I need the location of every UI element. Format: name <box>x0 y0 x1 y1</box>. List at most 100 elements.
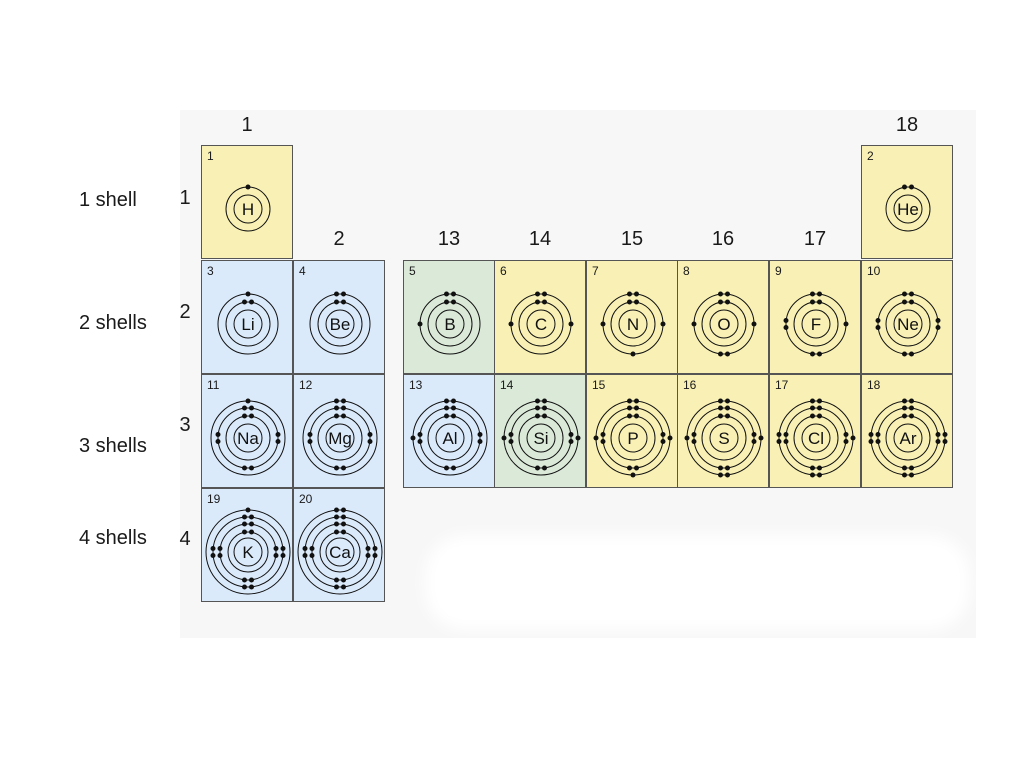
element-symbol: Li <box>241 315 254 334</box>
bohr-model-icon: O <box>691 291 757 357</box>
nucleus <box>233 194 263 224</box>
bohr-model-icon: H <box>225 184 271 232</box>
group-number-14: 14 <box>528 228 552 250</box>
electron <box>242 465 247 471</box>
electron <box>627 413 632 419</box>
electron <box>365 546 371 551</box>
electron <box>875 432 881 437</box>
electron <box>334 299 339 305</box>
electron-shell <box>518 415 564 461</box>
electron <box>660 321 666 327</box>
electron-shell <box>693 407 755 469</box>
electron <box>575 435 581 441</box>
bohr-model-icon: S <box>684 398 764 478</box>
electron <box>718 299 723 305</box>
group-number-18: 18 <box>895 114 919 136</box>
electron <box>535 291 540 297</box>
electron <box>718 465 723 471</box>
electron <box>875 439 881 444</box>
electron <box>875 318 881 323</box>
electron <box>909 413 914 419</box>
group-number-17: 17 <box>803 228 827 250</box>
electron <box>334 465 339 471</box>
electron <box>691 432 697 437</box>
electron <box>341 577 346 583</box>
electron <box>334 529 339 535</box>
electron-shell <box>319 531 361 573</box>
electron <box>810 398 815 404</box>
element-symbol: H <box>242 200 254 219</box>
electron <box>334 507 339 513</box>
electron <box>334 514 339 520</box>
period-number-2: 2 <box>179 301 191 323</box>
electron <box>817 351 822 357</box>
element-symbol: Na <box>237 429 259 448</box>
element-symbol: F <box>811 315 821 334</box>
electron <box>751 439 757 444</box>
group-number-2: 2 <box>333 228 345 250</box>
electron-shell <box>885 415 931 461</box>
electron <box>634 413 639 419</box>
electron <box>451 405 456 411</box>
electron <box>249 514 254 520</box>
electron <box>909 465 914 471</box>
element-symbol: N <box>627 315 639 334</box>
nucleus <box>233 309 263 339</box>
nucleus <box>893 194 923 224</box>
electron <box>902 472 907 478</box>
electron <box>935 439 941 444</box>
electron <box>249 529 254 535</box>
electron <box>280 546 286 551</box>
electron <box>817 398 822 404</box>
bohr-model-icon: Si <box>501 398 581 476</box>
shell-label-3: 3 shells <box>79 435 147 457</box>
electron <box>634 291 639 297</box>
electron <box>868 432 874 437</box>
bohr-model-icon: Ar <box>868 398 948 478</box>
electron <box>275 439 281 444</box>
period-number-3: 3 <box>179 414 191 436</box>
electron <box>627 299 632 305</box>
electron <box>568 432 574 437</box>
electron-shell <box>510 407 572 469</box>
electron <box>242 521 247 527</box>
electron <box>942 439 948 444</box>
electron <box>302 546 308 551</box>
electron <box>725 351 730 357</box>
electron <box>600 432 606 437</box>
atomic-number: 20 <box>299 492 313 506</box>
electron <box>249 413 254 419</box>
electron-shell <box>304 516 376 588</box>
electron <box>909 184 914 190</box>
nucleus <box>233 537 263 567</box>
electron-shell <box>309 293 371 355</box>
electron <box>718 351 723 357</box>
electron <box>535 398 540 404</box>
bohr-model-icon: Ca <box>297 507 383 595</box>
shell-label-4: 4 shells <box>79 527 147 549</box>
electron <box>334 521 339 527</box>
element-symbol: He <box>897 200 919 219</box>
electron <box>909 291 914 297</box>
electron-shell <box>610 301 656 347</box>
electron <box>242 577 247 583</box>
electron <box>477 439 483 444</box>
electron-shell <box>877 407 939 469</box>
electron <box>372 546 378 551</box>
electron <box>535 413 540 419</box>
electron-shell <box>225 301 271 347</box>
bohr-model-icon: Ne <box>875 291 941 357</box>
electron <box>444 291 449 297</box>
electron <box>810 291 815 297</box>
electron <box>341 514 346 520</box>
electron <box>451 299 456 305</box>
atomic-number: 12 <box>299 378 313 392</box>
electron <box>341 529 346 535</box>
electron <box>542 398 547 404</box>
